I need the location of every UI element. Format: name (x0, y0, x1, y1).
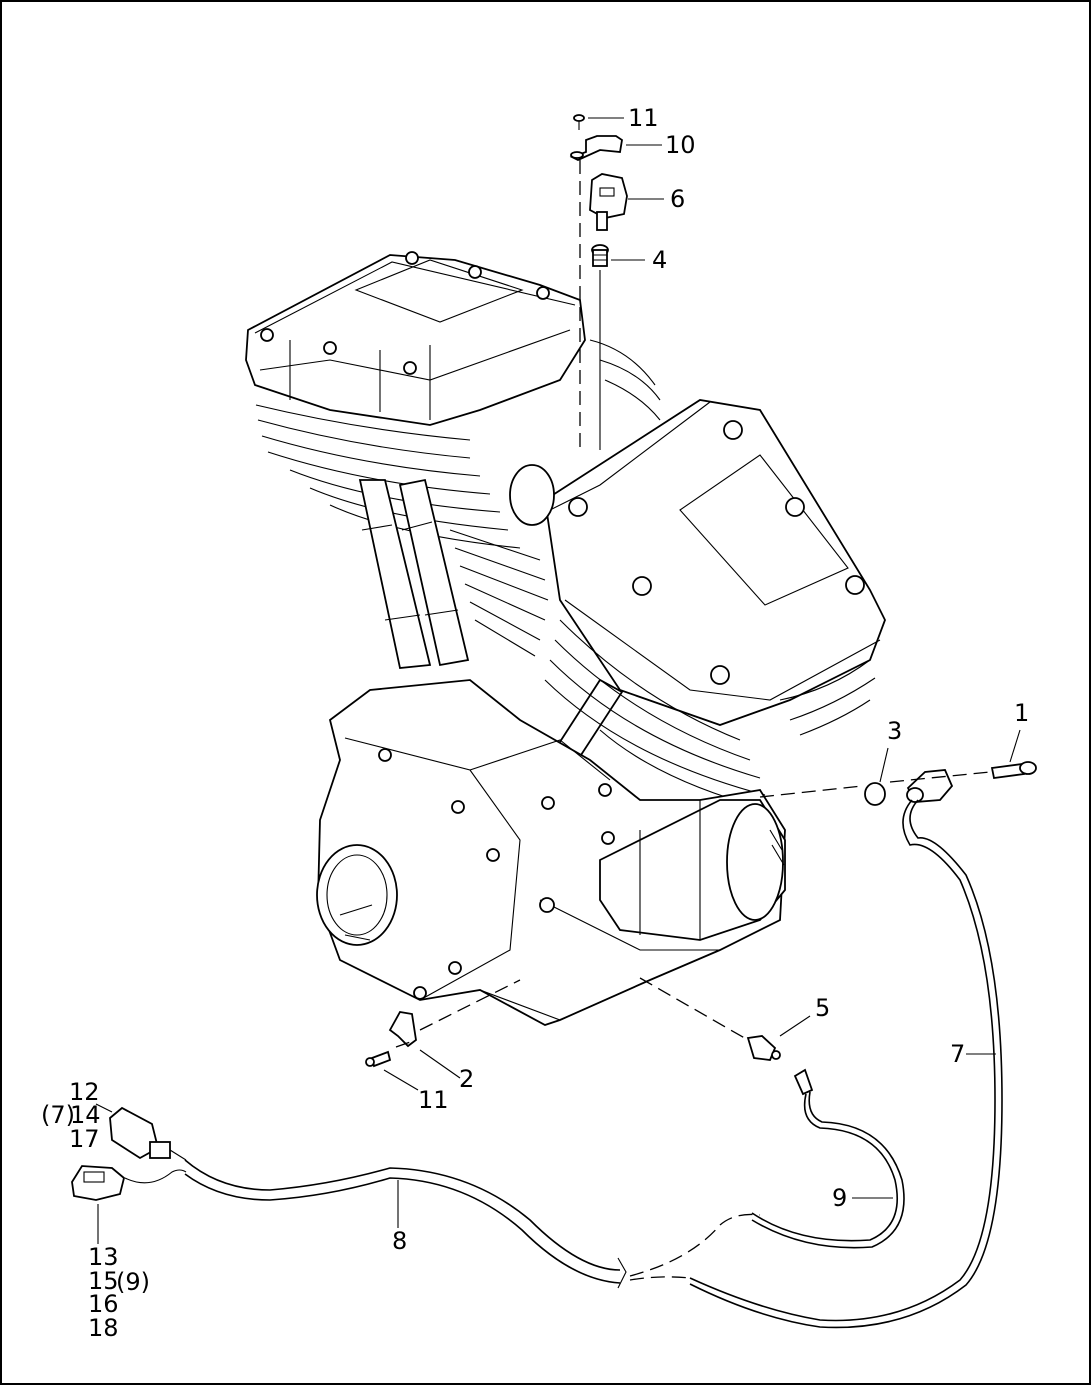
clip-2 (388, 1011, 417, 1048)
switch-5 (746, 1035, 781, 1061)
fitting-4 (591, 244, 609, 267)
callout-labels: 11 10 6 4 1 3 5 7 2 11 9 8 12 (7) 14 17 … (41, 104, 1029, 1342)
callout-14: 14 (70, 1101, 101, 1129)
callout-11-bottom: 11 (418, 1086, 449, 1114)
terminal-9 (793, 1068, 814, 1096)
callout-15: 15 (88, 1267, 119, 1295)
callout-5: 5 (815, 994, 830, 1022)
sensor-7 (906, 769, 954, 803)
callout-12: 12 (69, 1078, 100, 1106)
wire-lead-7 (689, 799, 1003, 1329)
callout-16: 16 (88, 1290, 119, 1318)
wire-harness-8 (124, 1149, 761, 1289)
rear-cylinder-fins (255, 339, 661, 657)
screw-1 (990, 761, 1037, 780)
callout-17: 17 (69, 1125, 100, 1153)
starter-motor (599, 799, 786, 941)
engine-assembly (245, 251, 886, 1026)
callout-18: 18 (88, 1314, 119, 1342)
wire-lead-9 (751, 1091, 905, 1249)
callout-9-paren: (9) (116, 1268, 150, 1296)
callout-2: 2 (459, 1065, 474, 1093)
callout-6: 6 (670, 185, 685, 213)
bracket-10 (569, 135, 623, 161)
callout-10: 10 (665, 131, 696, 159)
crankcase (316, 679, 786, 1026)
rear-rocker-cover (245, 251, 586, 426)
callout-13: 13 (88, 1243, 119, 1271)
o-ring-3 (864, 782, 886, 806)
front-rocker-cover (509, 399, 886, 726)
callout-4: 4 (652, 246, 667, 274)
callout-1: 1 (1014, 699, 1029, 727)
callout-7-paren: (7) (41, 1101, 75, 1129)
front-cylinder-fins (544, 619, 876, 811)
leader-lines (95, 117, 1021, 1244)
sensor-6 (589, 173, 628, 231)
callout-8: 8 (392, 1227, 407, 1255)
screw-11-top (573, 114, 585, 130)
callout-9: 9 (832, 1184, 847, 1212)
callout-11-top: 11 (628, 104, 659, 132)
connector-12-14-17 (109, 1106, 171, 1160)
connector-13-15-16-18 (71, 1165, 126, 1201)
callout-3: 3 (887, 717, 902, 745)
screw-11-bottom (365, 1050, 392, 1068)
callout-7: 7 (950, 1040, 965, 1068)
